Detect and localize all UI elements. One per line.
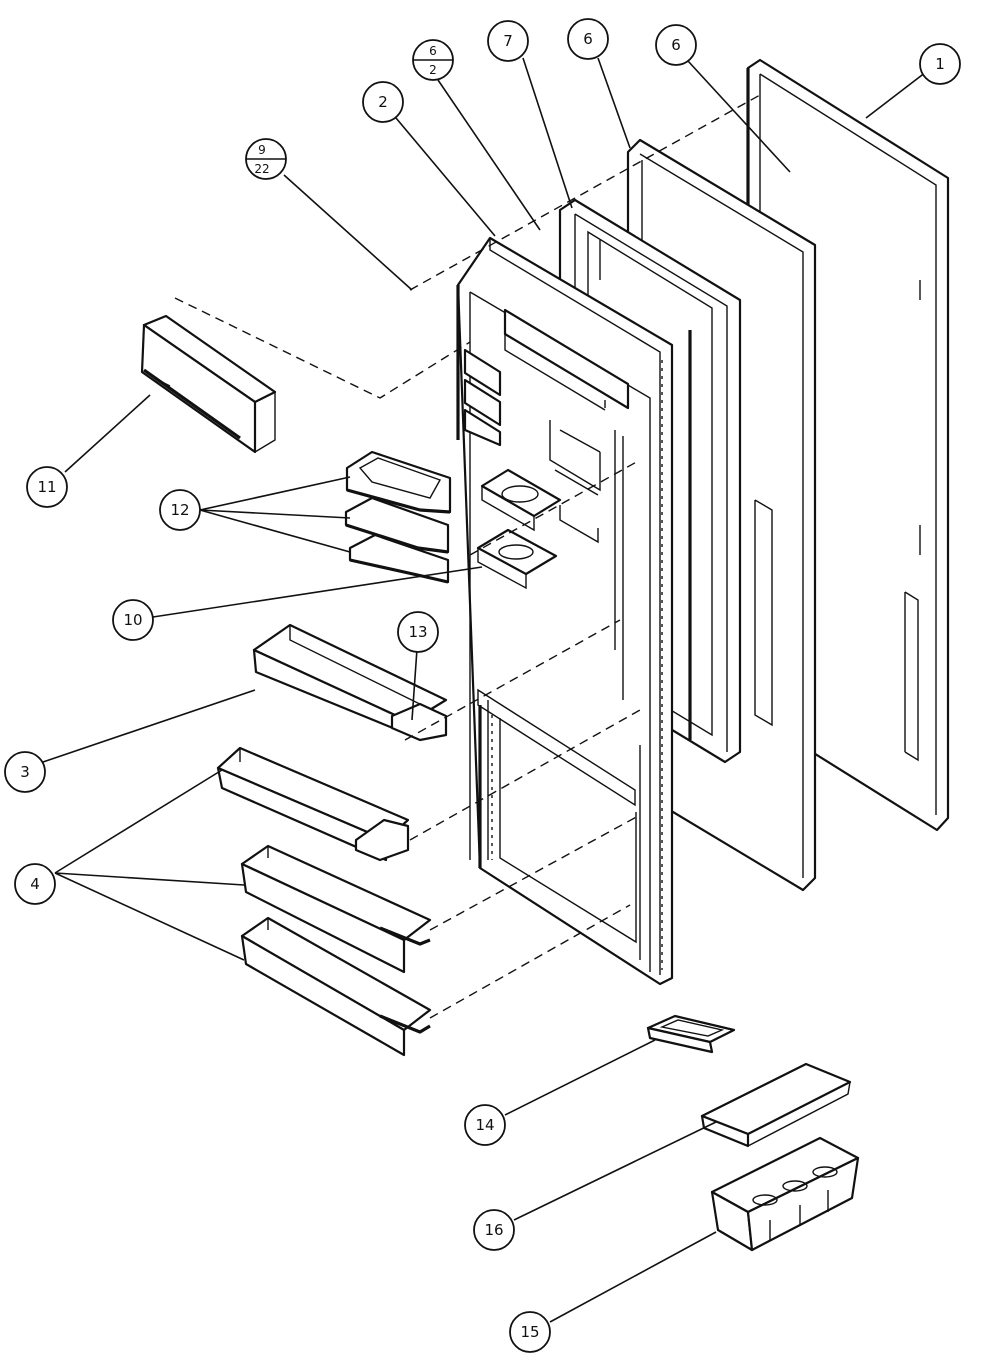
callout-label: 7 [503, 32, 513, 50]
callout-label: 4 [30, 875, 40, 893]
callout-11: 11 [26, 466, 68, 508]
callout-12: 12 [159, 489, 201, 531]
callout-fraction-bottom: 2 [429, 63, 437, 77]
callout-label: 12 [170, 501, 189, 519]
ice-bucket [710, 1136, 860, 1252]
door-bin-upper [252, 623, 448, 742]
door-bin-1 [216, 746, 410, 862]
small-tray [646, 1014, 736, 1054]
callout-label: 3 [20, 763, 30, 781]
callout-fraction-9-22: 9 22 [245, 138, 287, 180]
callout-label: 6 [671, 36, 681, 54]
container-stack [344, 450, 452, 584]
callout-3: 3 [4, 751, 46, 793]
bucket-cover [700, 1062, 852, 1148]
callout-2: 2 [362, 81, 404, 123]
callout-label: 1 [935, 55, 945, 73]
callout-fraction-bottom: 22 [254, 162, 269, 176]
door-bin-2 [240, 844, 432, 974]
callout-5: 6 [655, 24, 697, 66]
callout-16: 16 [473, 1209, 515, 1251]
callout-label: 10 [123, 611, 142, 629]
callout-13: 13 [397, 611, 439, 653]
door-inner-liner [456, 236, 674, 986]
callout-15: 15 [509, 1311, 551, 1353]
door-bin-3 [240, 916, 432, 1057]
callout-6: 6 [567, 18, 609, 60]
callout-1: 1 [919, 43, 961, 85]
callout-14: 14 [464, 1104, 506, 1146]
callout-4: 4 [14, 863, 56, 905]
callout-7: 7 [487, 20, 529, 62]
callout-fraction-top: 6 [429, 44, 437, 58]
leader-lines [42, 57, 927, 1323]
callout-label: 2 [378, 93, 388, 111]
dairy-door [140, 314, 277, 454]
callout-10: 10 [112, 599, 154, 641]
callout-label: 16 [484, 1221, 503, 1239]
callout-label: 11 [37, 478, 56, 496]
callout-label: 13 [408, 623, 427, 641]
assembly-guide-lines [174, 94, 761, 1019]
callout-fraction-6-2: 6 2 [412, 39, 454, 81]
callout-label: 14 [475, 1116, 494, 1134]
callout-fraction-top: 9 [258, 143, 266, 157]
callout-label: 15 [520, 1323, 539, 1341]
callout-label: 6 [583, 30, 593, 48]
